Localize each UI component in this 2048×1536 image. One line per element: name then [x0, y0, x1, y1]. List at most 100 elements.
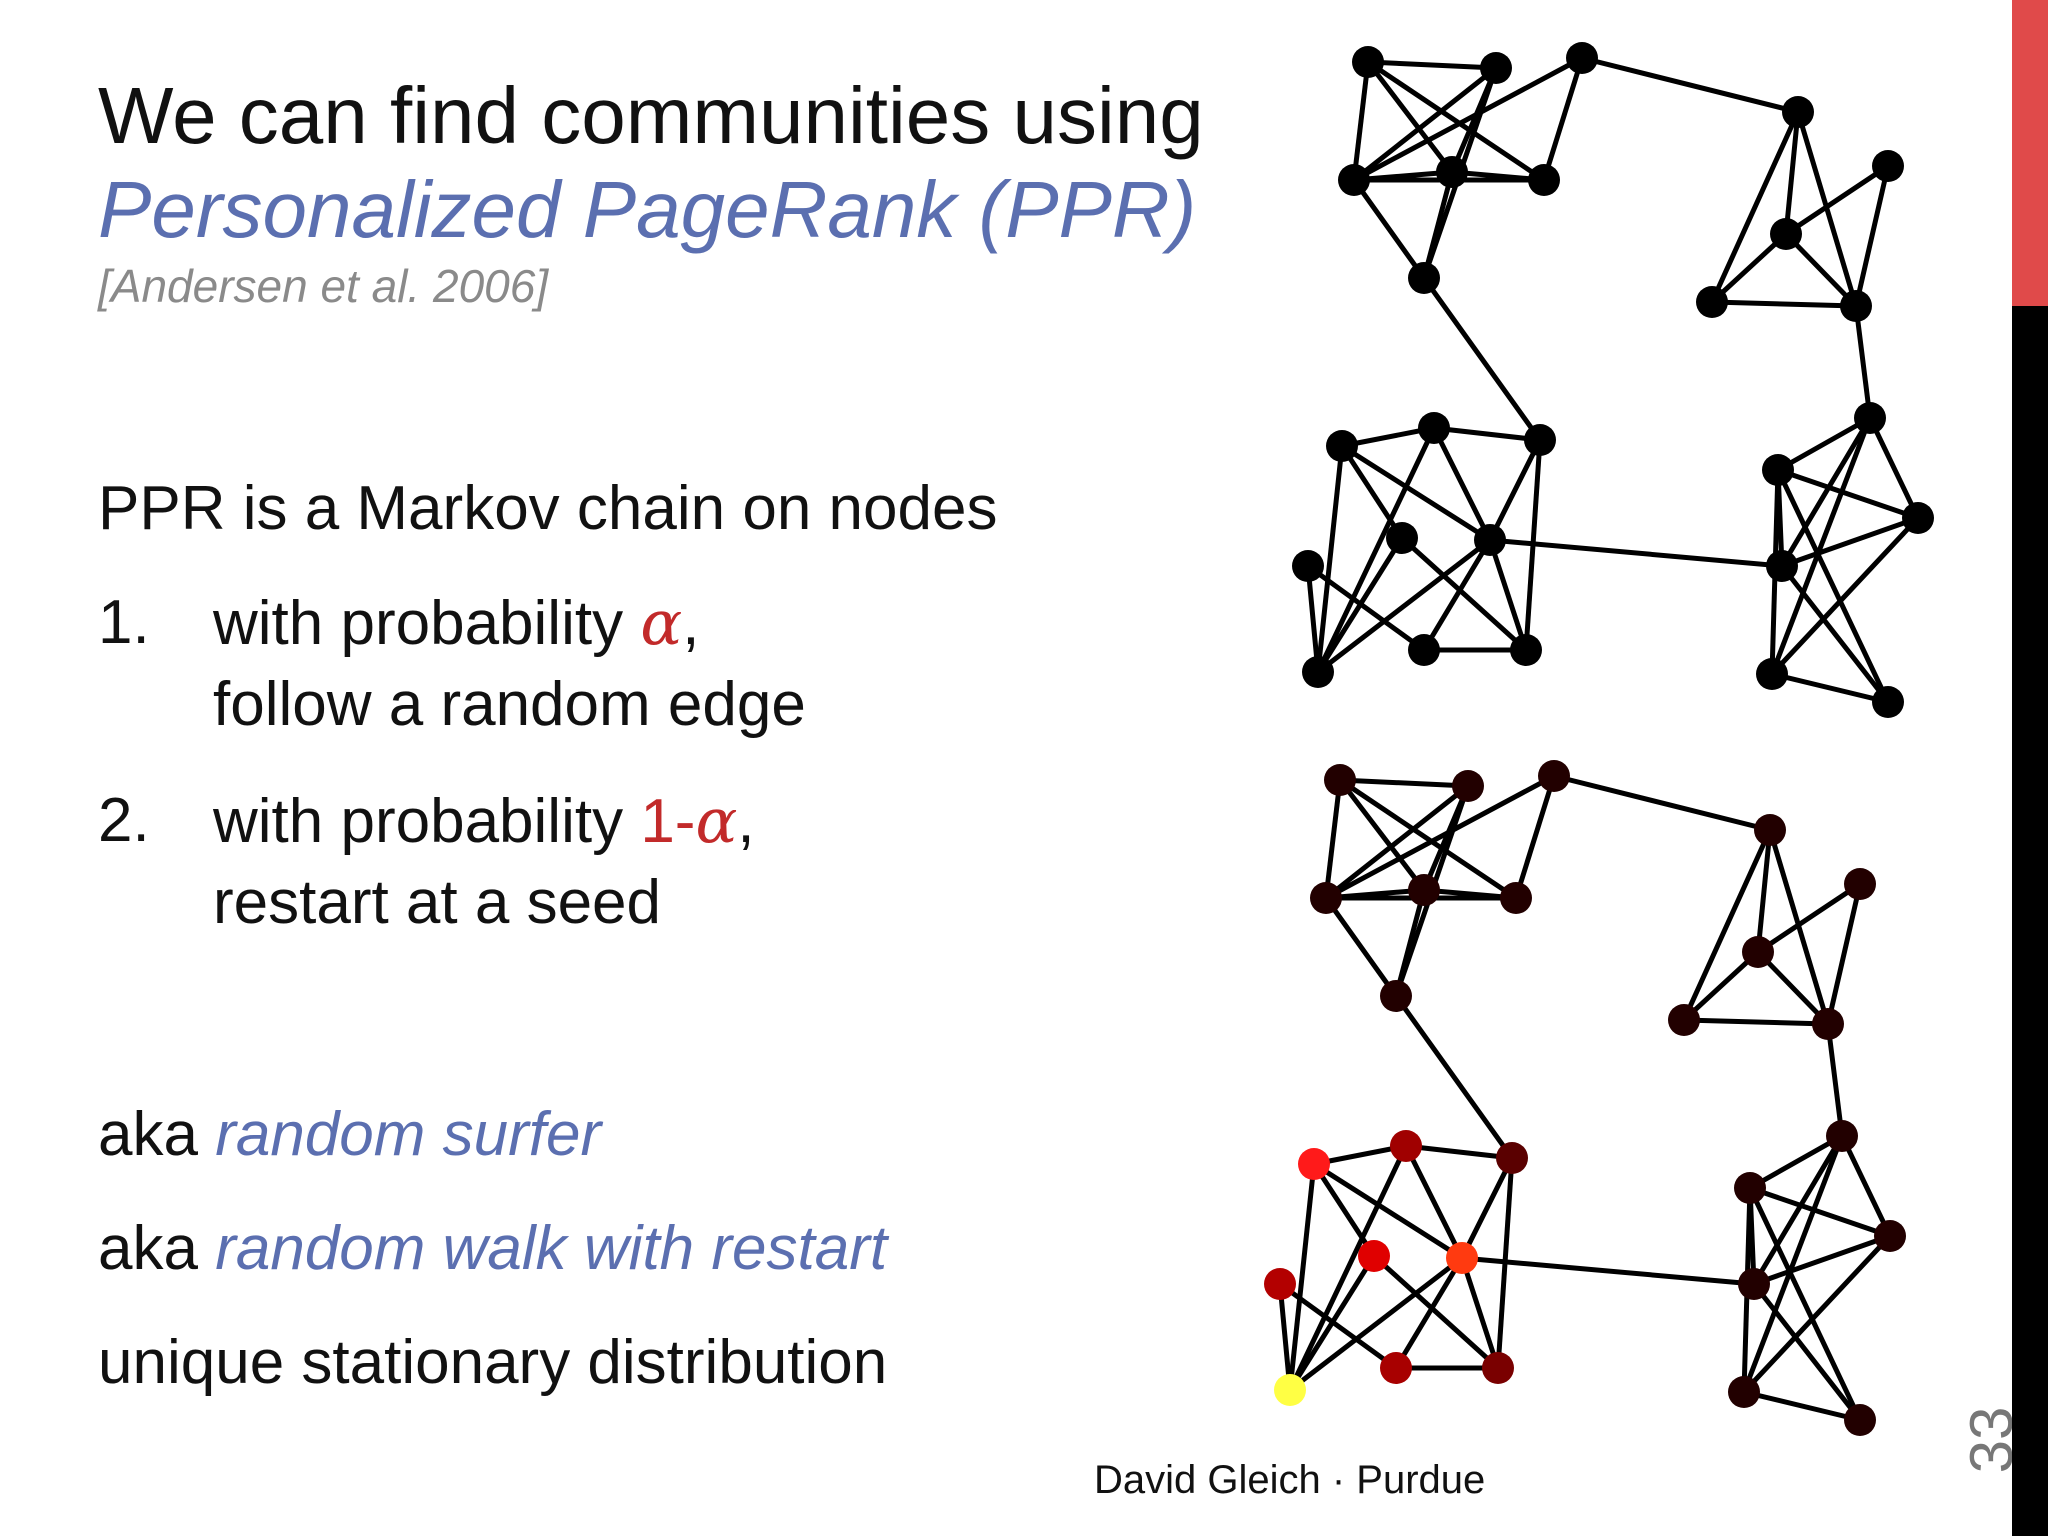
graph-top-edge — [1784, 232, 1858, 308]
graph-bottom-node — [1668, 1004, 1700, 1036]
graph-bottom-edge — [1743, 1389, 1861, 1423]
graph-bottom-node — [1738, 1268, 1770, 1300]
graph-top-node — [1510, 634, 1542, 666]
graph-bottom-edge — [1277, 1283, 1293, 1391]
graph-bottom-node — [1380, 980, 1412, 1012]
footer-author: David Gleich · Purdue — [1094, 1458, 1486, 1502]
graph-top-edge — [1315, 426, 1437, 674]
graph-bottom-node — [1446, 1242, 1478, 1274]
graph-bottom-edge — [1372, 1254, 1500, 1370]
graph-bottom-edge — [1323, 896, 1399, 998]
graph-top-node — [1474, 524, 1506, 556]
graph-bottom-edge — [1683, 1017, 1829, 1027]
alpha-symbol: α — [695, 784, 738, 857]
graph-bottom-edge — [1323, 779, 1343, 899]
graph-top-node — [1302, 656, 1334, 688]
graph-top-edge — [1400, 536, 1528, 652]
graph-bottom-node — [1826, 1120, 1858, 1152]
graph-top-edge — [1421, 276, 1543, 442]
graph-bottom-node — [1538, 760, 1570, 792]
graph-bottom-node — [1844, 868, 1876, 900]
graph-top-node — [1292, 550, 1324, 582]
graph-bottom-node — [1274, 1374, 1306, 1406]
graph-top-node — [1770, 218, 1802, 250]
graph-top-edge — [1784, 163, 1890, 237]
graph-top-edge — [1710, 232, 1788, 304]
graph-bottom-edge — [1278, 1281, 1398, 1371]
graph-top-node — [1352, 46, 1384, 78]
list-item-1-prefix: with probability — [213, 589, 641, 658]
graph-bottom-edge — [1681, 828, 1773, 1022]
graph-top-edge — [1775, 468, 1891, 704]
graph-bottom-node — [1390, 1130, 1422, 1162]
graph-bottom-edge — [1311, 1162, 1377, 1258]
graph-bottom-node — [1310, 882, 1342, 914]
graph-top-edge — [1867, 416, 1921, 520]
graph-top-edge — [1352, 66, 1498, 182]
graph-bottom-edge — [1339, 777, 1469, 789]
graph-top-edge — [1770, 516, 1920, 676]
list-number-1: 1. — [98, 588, 150, 657]
graph-top-node — [1418, 412, 1450, 444]
graph-bottom-node — [1500, 882, 1532, 914]
graph-bottom-nodes — [1264, 760, 1906, 1436]
graph-bottom-edge — [1742, 1234, 1892, 1394]
list-item-2-line-1: with probability 1-α, — [213, 784, 755, 859]
list-item-1-line-1: with probability α, — [213, 586, 699, 661]
graph-bottom-edge — [1288, 1256, 1464, 1392]
graph-top-node — [1840, 290, 1872, 322]
graph-top-edge — [1340, 443, 1492, 543]
graph-bottom-node — [1874, 1220, 1906, 1252]
graph-bottom-node — [1496, 1142, 1528, 1174]
graph-top-edge — [1421, 171, 1455, 279]
graph-bottom-edge — [1825, 1023, 1845, 1137]
graph-top-node — [1326, 430, 1358, 462]
graph-bottom-edge — [1749, 1185, 1891, 1239]
graph-bottom-node — [1812, 1008, 1844, 1040]
graph-top-edge — [1581, 55, 1799, 115]
graph-top-edge — [1781, 515, 1919, 569]
graph-top-edge — [1366, 59, 1546, 183]
graph-top-edge — [1853, 305, 1873, 419]
list-item-2-line-2: restart at a seed — [213, 868, 662, 937]
aka-prefix: aka — [98, 1214, 216, 1283]
graph-bottom-edge — [1403, 1144, 1465, 1260]
graph-top-node — [1436, 156, 1468, 188]
graph-top-node — [1408, 634, 1440, 666]
graph-bottom-edges — [1277, 773, 1893, 1423]
graph-top-edge — [1771, 671, 1889, 705]
graph-top-edge — [1315, 445, 1345, 673]
intro-text: PPR is a Markov chain on nodes — [98, 474, 998, 543]
graph-bottom-node — [1728, 1376, 1760, 1408]
graph-bottom-edge — [1324, 784, 1470, 900]
graph-top-edge — [1711, 299, 1857, 309]
graph-bottom-edge — [1752, 1282, 1862, 1422]
aka-prefix: aka — [98, 1100, 216, 1169]
graph-bottom-edge — [1459, 1257, 1501, 1369]
graph-top-edge — [1367, 59, 1497, 71]
graph-bottom-node — [1408, 874, 1440, 906]
graph-top-node — [1902, 502, 1934, 534]
graph-bottom-edge — [1553, 773, 1771, 833]
graph-top-node — [1528, 164, 1560, 196]
graph-top-node — [1386, 522, 1418, 554]
graph-top-edge — [1351, 61, 1371, 181]
alpha-symbol: α — [640, 586, 683, 659]
graph-bottom-edge — [1839, 1134, 1893, 1238]
title-line-2: Personalized PageRank (PPR) — [98, 165, 1197, 254]
graph-top-node — [1854, 402, 1886, 434]
graph-top-node — [1480, 52, 1512, 84]
list-item-1-suffix: , — [682, 589, 700, 658]
title-line-1: We can find communities using — [98, 71, 1204, 160]
closing-text: unique stationary distribution — [98, 1328, 888, 1397]
graph-top-edge — [1339, 444, 1405, 540]
graph-bottom-edge — [1393, 889, 1427, 997]
graph-bottom-edge — [1287, 1144, 1409, 1392]
graph-top-node — [1338, 164, 1370, 196]
graph-bottom-edge — [1405, 1143, 1513, 1161]
graph-bottom-edge — [1753, 1233, 1891, 1287]
graph-top-edge — [1316, 538, 1492, 674]
graph-bottom-node — [1380, 1352, 1412, 1384]
graph-bottom-node — [1742, 936, 1774, 968]
accent-bar-red — [2012, 0, 2048, 306]
